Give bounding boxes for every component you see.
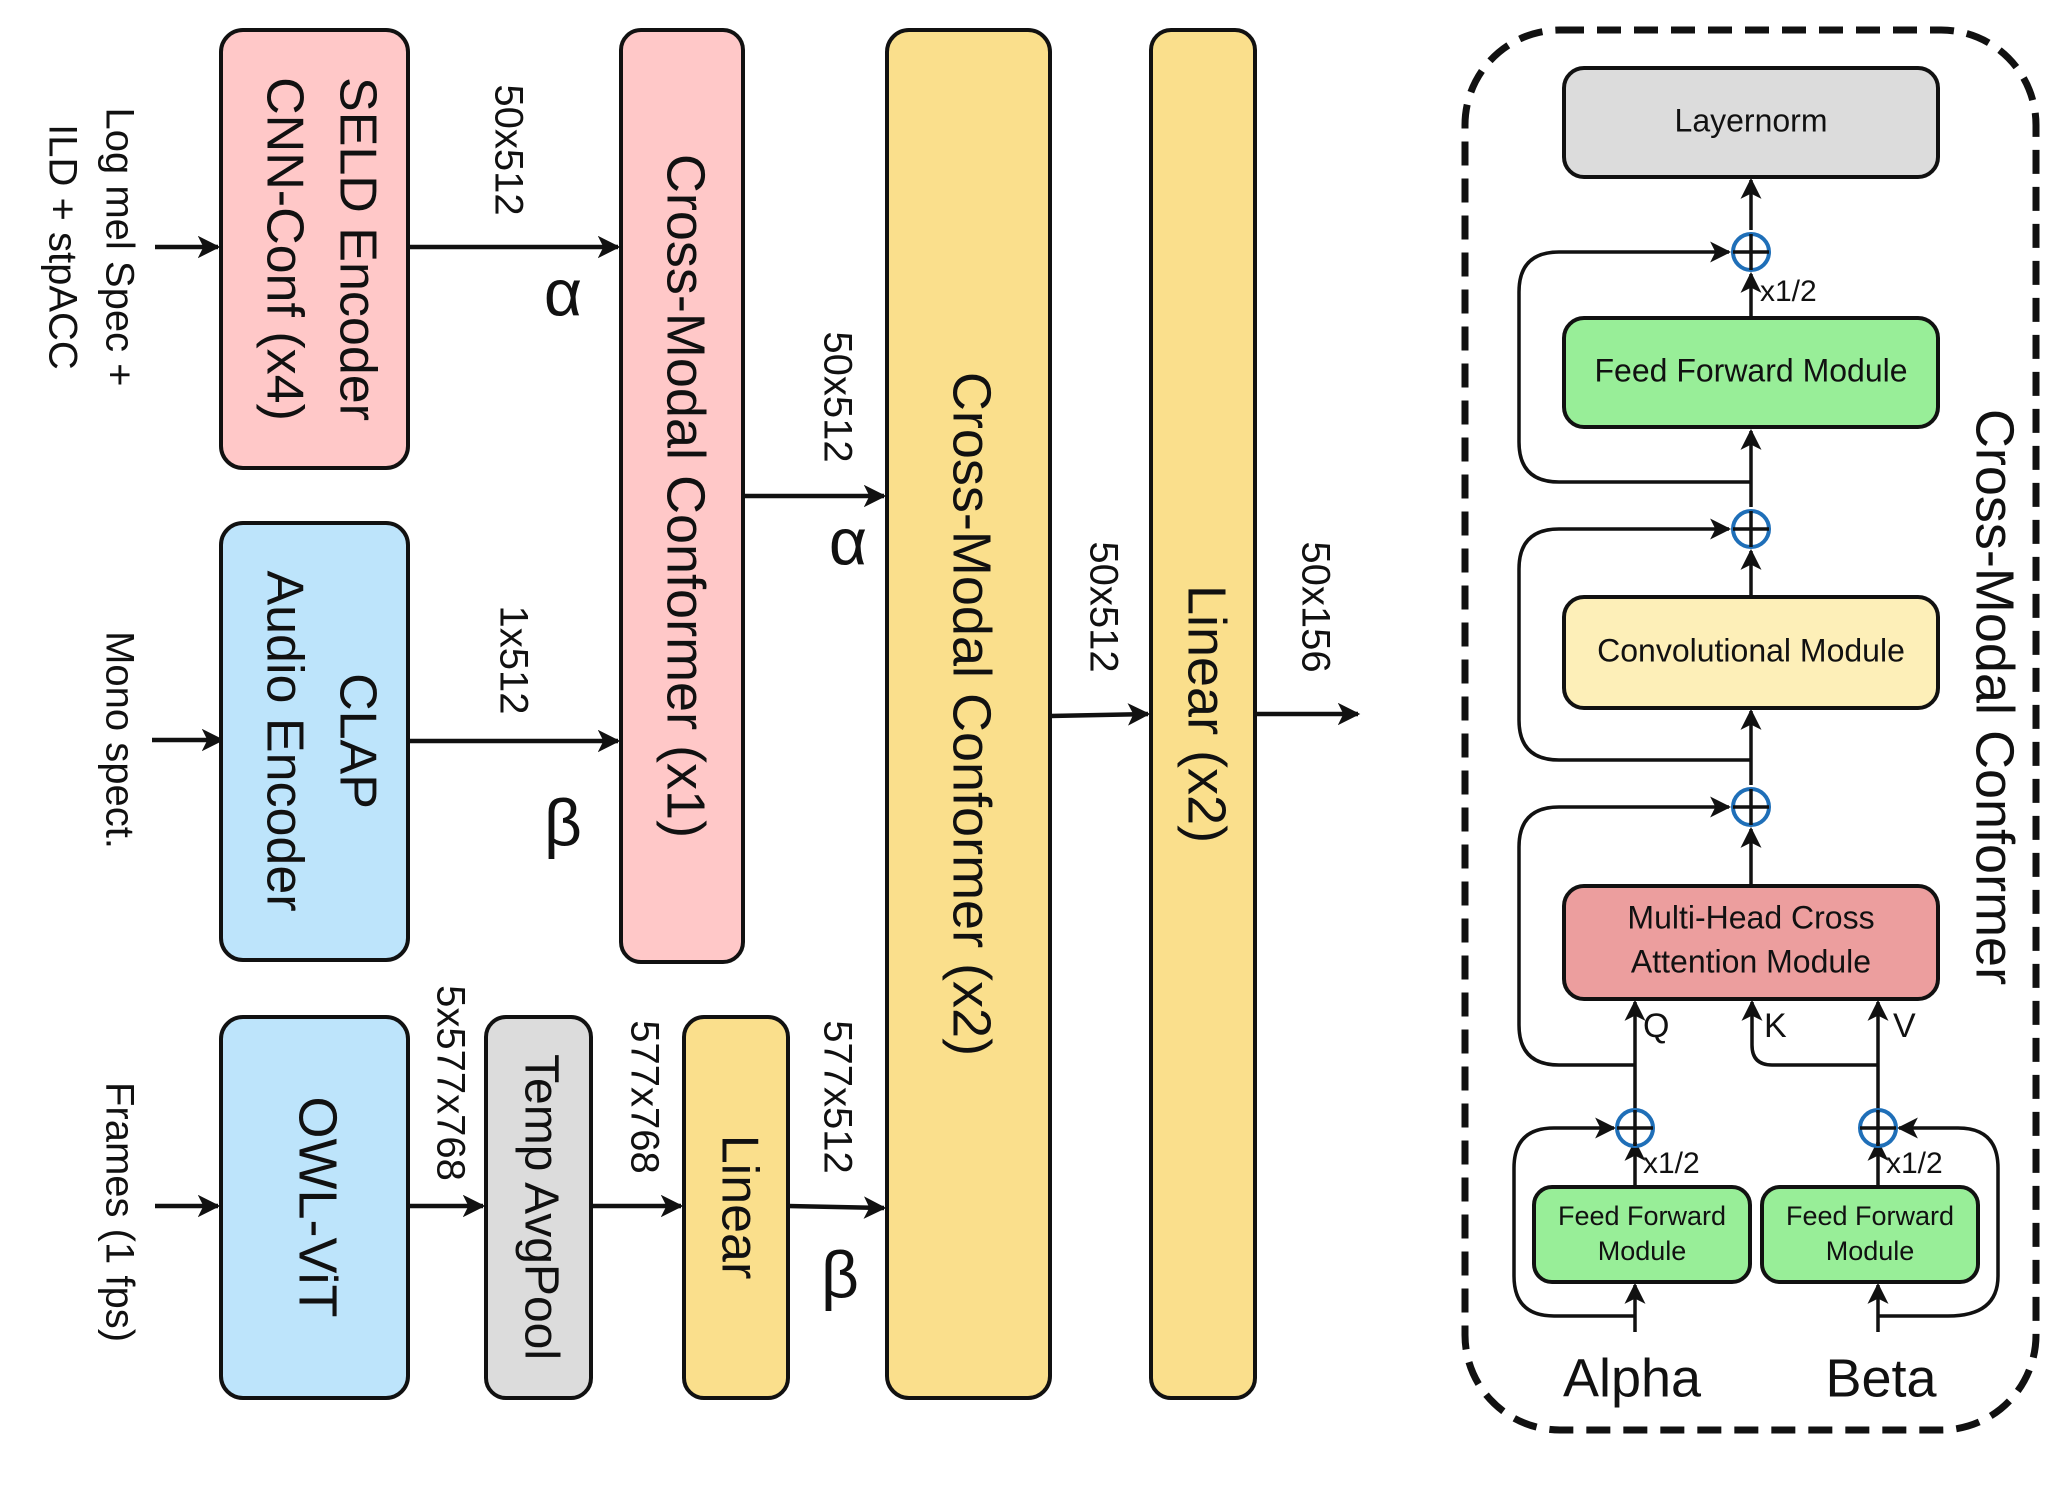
- plus-node-conv: [1731, 509, 1771, 549]
- dim-linear-out: 577x512: [815, 1020, 859, 1173]
- temp-avgpool-label: Temp AvgPool: [514, 1054, 567, 1360]
- residual-left-bottom: [1512, 1117, 1635, 1318]
- layernorm-label: Layernorm: [1675, 102, 1828, 138]
- clap-encoder-title: CLAP: [328, 673, 386, 809]
- cross-modal-conformer-x1-label: Cross-Modal Conformer (x1): [656, 154, 716, 838]
- dim-pool-out: 577x768: [622, 1020, 666, 1173]
- dim-cmc1-out: 50x512: [815, 331, 859, 462]
- residual-ffm-top: [1517, 241, 1751, 484]
- plus-node-mhca: [1731, 787, 1771, 827]
- owl-vit-label: OWL-ViT: [288, 1096, 348, 1317]
- alpha-label-2: α: [829, 504, 867, 578]
- plus-node-ffm-top: [1731, 232, 1771, 272]
- residual-right-bottom: [1878, 1117, 2000, 1318]
- plus-node-beta: [1858, 1108, 1898, 1148]
- ffm-right-label-line2: Module: [1826, 1236, 1915, 1266]
- dim-seld-out: 50x512: [486, 84, 530, 215]
- arrow-linear-to-cmc2: [787, 1196, 887, 1219]
- conv-module-label: Convolutional Module: [1597, 632, 1905, 668]
- linear-small-label: Linear: [710, 1135, 768, 1280]
- cross-modal-conformer-x2-label: Cross-Modal Conformer (x2): [942, 372, 1002, 1056]
- input-label-seld-line2: ILD + stpACC: [40, 124, 84, 370]
- detail-panel-title: Cross-Modal Conformer: [1965, 409, 2025, 985]
- layernorm-block: [1562, 66, 1940, 179]
- input-label-frames: Frames (1 fps): [97, 1082, 141, 1342]
- beta-label-2: β: [821, 1237, 859, 1311]
- alpha-label-1: α: [544, 255, 582, 329]
- ffm-left-label-line1: Feed Forward: [1558, 1201, 1726, 1231]
- dim-cmc2-out: 50x512: [1081, 541, 1125, 672]
- input-label-seld-line1: Log mel Spec +: [97, 107, 141, 386]
- detail-panel-border: [1461, 26, 2040, 1434]
- residual-conv: [1517, 518, 1751, 762]
- k-label: K: [1764, 1007, 1787, 1045]
- ffm-left-block: [1532, 1185, 1752, 1284]
- mhca-label-line2: Attention Module: [1631, 943, 1871, 979]
- q-label: Q: [1643, 1007, 1669, 1045]
- linear-x2-label: Linear (x2): [1177, 585, 1237, 843]
- half-label-left: x1/2: [1643, 1147, 1700, 1180]
- alpha-input-label: Alpha: [1563, 1348, 1702, 1408]
- dim-clap-out: 1x512: [491, 606, 535, 715]
- ffm-right-label-line1: Feed Forward: [1786, 1201, 1954, 1231]
- ffm-top-label: Feed Forward Module: [1594, 352, 1907, 388]
- half-label-right: x1/2: [1886, 1147, 1943, 1180]
- ffm-right-block: [1760, 1185, 1980, 1284]
- arrow-k: [1741, 999, 1878, 1067]
- seld-encoder-title: SELD Encoder: [328, 77, 386, 421]
- dim-owl-out: 5x577x768: [428, 985, 472, 1181]
- input-label-clap: Mono spect.: [97, 631, 141, 849]
- beta-label-1: β: [544, 785, 582, 859]
- v-label: V: [1893, 1007, 1916, 1045]
- arrow-cmc2-to-linear2: [1049, 703, 1151, 726]
- residual-mhca: [1517, 796, 1732, 1067]
- clap-encoder-subtitle: Audio Encoder: [255, 570, 313, 911]
- beta-input-label: Beta: [1825, 1348, 1937, 1408]
- mhca-label-line1: Multi-Head Cross: [1627, 899, 1874, 935]
- ffm-left-label-line2: Module: [1598, 1236, 1687, 1266]
- plus-node-alpha: [1615, 1108, 1655, 1148]
- seld-encoder-subtitle: CNN-Conf (x4): [255, 77, 313, 421]
- dim-final-out: 50x156: [1293, 541, 1337, 672]
- half-label-top: x1/2: [1760, 275, 1817, 308]
